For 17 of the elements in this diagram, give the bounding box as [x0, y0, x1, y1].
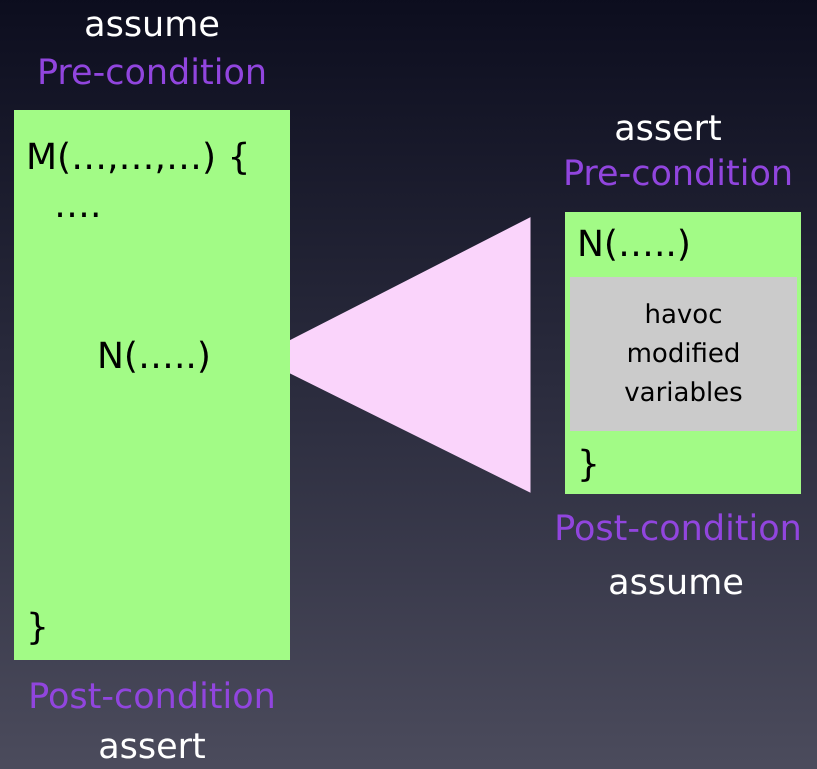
havoc-box: havoc modified variables — [570, 277, 797, 431]
code-box — [565, 212, 801, 494]
condition-label: Post-condition — [28, 680, 276, 715]
keyword-label: assume — [608, 566, 744, 601]
code-box — [14, 110, 290, 660]
code-line: } — [26, 610, 49, 646]
code-line: M(…,…,…) { — [26, 140, 250, 176]
condition-label: Pre-condition — [36, 56, 268, 91]
code-line: …. — [54, 188, 102, 224]
code-line: } — [577, 447, 600, 483]
keyword-label: assume — [84, 8, 220, 43]
condition-label: Pre-condition — [562, 157, 794, 192]
keyword-label: assert — [614, 112, 722, 147]
condition-label: Post-condition — [554, 512, 802, 547]
keyword-label: assert — [98, 730, 206, 765]
code-line: N(…..) — [97, 339, 211, 375]
code-line: N(…..) — [577, 227, 691, 263]
